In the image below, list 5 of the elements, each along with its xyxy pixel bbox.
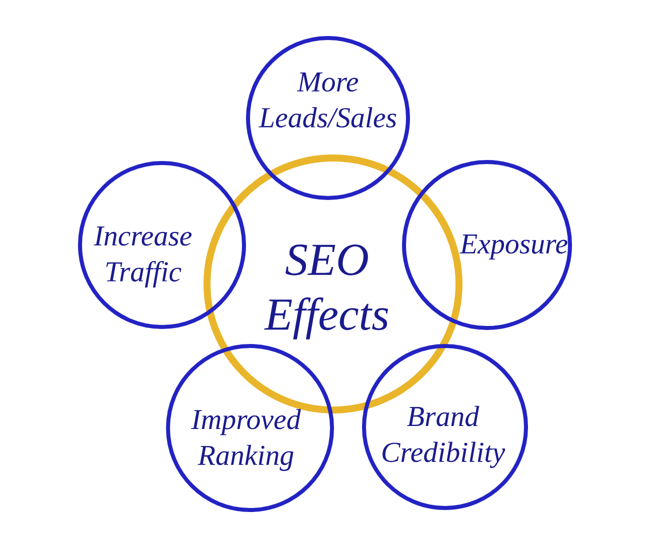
circle-node: Brand Credibility bbox=[362, 344, 528, 510]
circle-node: Exposure bbox=[402, 160, 572, 330]
circle-node: Improved Ranking bbox=[166, 344, 334, 512]
circle-node: Increase Traffic bbox=[78, 160, 246, 329]
circle-node: More Leads/Sales bbox=[246, 36, 410, 200]
